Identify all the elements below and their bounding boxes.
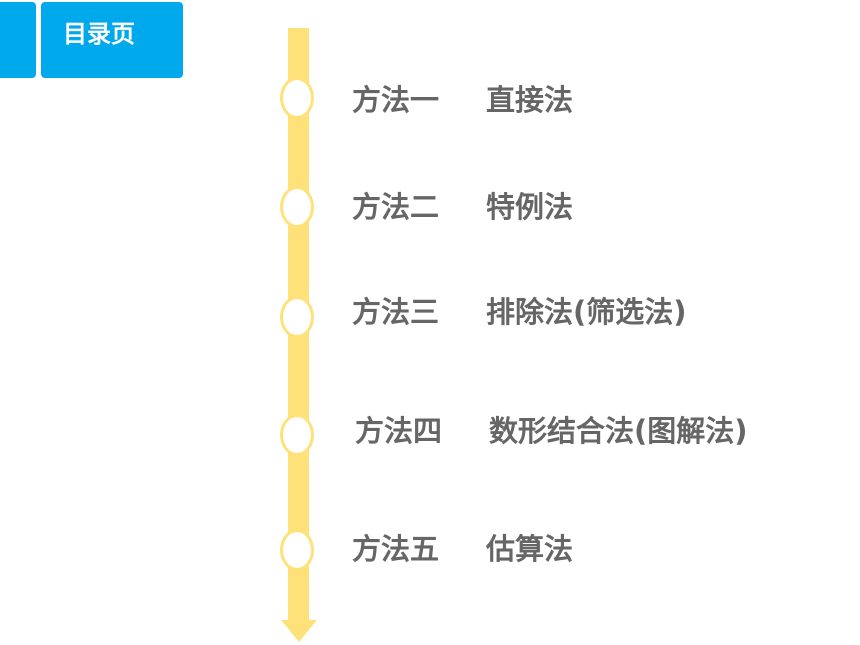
- method-name: 特例法: [486, 190, 574, 224]
- method-name: 估算法: [486, 532, 574, 566]
- timeline-node: [280, 296, 314, 338]
- method-name: 直接法: [486, 83, 574, 117]
- timeline-node: [280, 529, 314, 571]
- method-item-5[interactable]: 方法五 估算法: [352, 529, 573, 569]
- method-item-2[interactable]: 方法二 特例法: [352, 187, 573, 227]
- method-number: 方法二: [352, 190, 440, 224]
- method-name: 数形结合法(图解法): [489, 414, 748, 448]
- timeline-node: [280, 77, 314, 119]
- method-item-4[interactable]: 方法四 数形结合法(图解法): [355, 411, 748, 451]
- method-item-1[interactable]: 方法一 直接法: [352, 80, 573, 120]
- timeline-arrow-icon: [281, 620, 317, 642]
- method-number: 方法四: [355, 414, 443, 448]
- toc-button[interactable]: 目录页: [41, 2, 183, 78]
- method-number: 方法三: [352, 295, 440, 329]
- method-item-3[interactable]: 方法三 排除法(筛选法): [352, 292, 687, 332]
- timeline-node: [280, 414, 314, 456]
- side-tab: [0, 2, 36, 78]
- method-name: 排除法(筛选法): [486, 295, 687, 329]
- timeline-node: [280, 186, 314, 228]
- method-number: 方法五: [352, 532, 440, 566]
- method-number: 方法一: [352, 83, 440, 117]
